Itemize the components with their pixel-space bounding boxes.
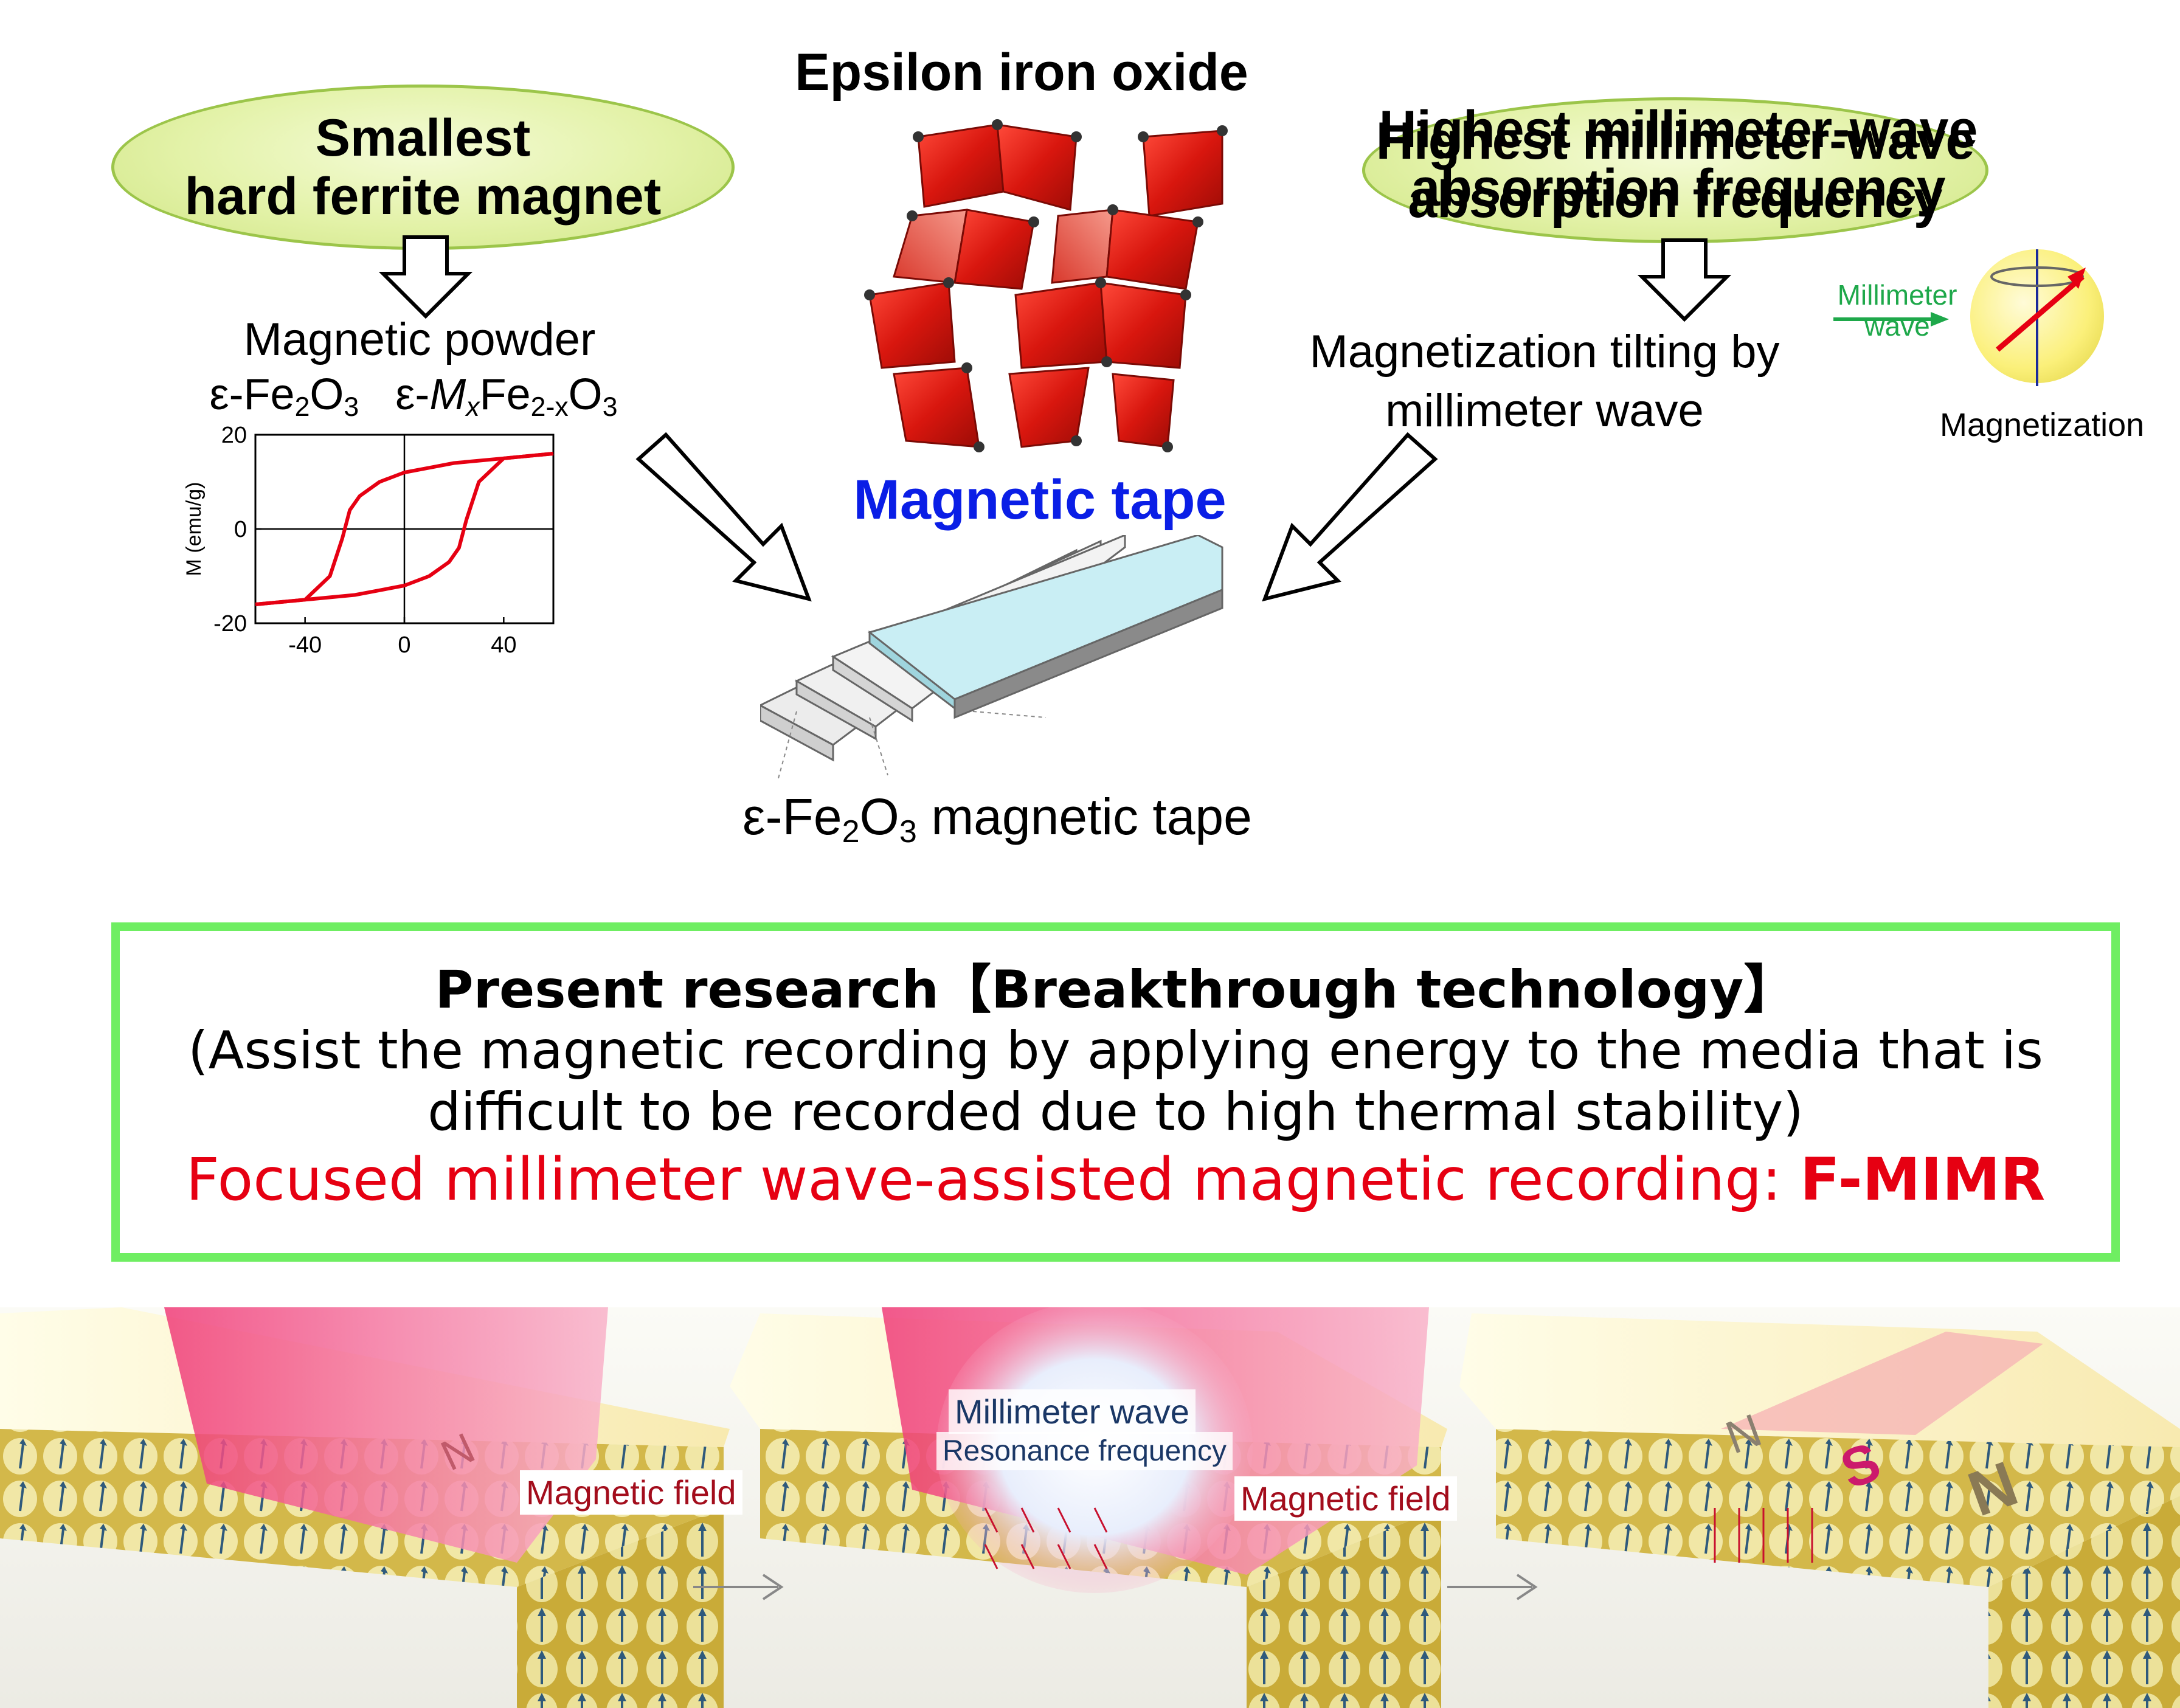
highest-frequency-ellipse: Highest millimeter-wave absorption frequ…: [1362, 97, 1988, 243]
recording-process-illustration: N: [0, 1307, 2180, 1708]
panel2-magnetic-field-label: Magnetic field: [1234, 1476, 1457, 1521]
ellipse-line-2: hard ferrite magnet: [184, 167, 662, 226]
ellipse-line-1-right: Highest millimeter-wave: [1375, 111, 1975, 170]
ellipse-line-2-right: absorption frequency: [1408, 170, 1943, 229]
tape-caption: ε-Fe2O3 magnetic tape: [742, 788, 1252, 850]
research-title: Present research【Breakthrough technology…: [435, 959, 1796, 1020]
magnetization-label: Magnetization: [1940, 407, 2145, 443]
research-fmimr: Focused millimeter wave-assisted magneti…: [185, 1146, 2046, 1214]
panel2-resonance-label: Resonance frequency: [936, 1432, 1233, 1470]
mm-wave-arrow: [1833, 312, 1949, 327]
y-tick-label: 20: [221, 423, 247, 448]
magnetization-sphere-icon: [1970, 249, 2104, 386]
formula-1: ε-Fe2O3: [209, 370, 359, 423]
y-axis-label: M (emu/g): [182, 482, 206, 576]
crystal-structure-image: [864, 119, 1228, 452]
millimeter-wave-label: Millimeter wave: [1837, 279, 1957, 342]
research-desc-2: difficult to be recorded due to high the…: [427, 1081, 1804, 1143]
panel1-magnetic-field-label: Magnetic field: [520, 1470, 742, 1515]
panel-1: N: [0, 1307, 730, 1708]
formula-2: ε-MxFe2-xO3: [395, 370, 618, 423]
panel-3: [1459, 1313, 2180, 1708]
down-arrow-left: [378, 235, 473, 319]
hysteresis-branch-2: [255, 452, 554, 606]
diagonal-arrow-right: [1262, 432, 1438, 602]
down-arrow-right: [1637, 238, 1732, 322]
ellipse-line-1: Smallest: [315, 108, 531, 167]
y-tick-label: 0: [234, 517, 247, 542]
fmimr-acronym: F-MIMR: [1800, 1146, 2046, 1214]
hysteresis-chart: -40 0 40 -20 0 20 M (emu/g): [182, 423, 555, 658]
tilt-label: Magnetization tilting by millimeter wave: [1309, 326, 1780, 437]
research-box: Present research【Breakthrough technology…: [111, 922, 2120, 1262]
magnetic-powder-label: Magnetic powder: [243, 314, 596, 365]
y-tick-label: -20: [213, 611, 247, 637]
hysteresis-branch-1: [255, 452, 554, 606]
magnetic-tape-image: [760, 535, 1223, 779]
powder-formulas: ε-Fe2O3 ε-MxFe2-xO3: [182, 370, 645, 423]
epsilon-title: Epsilon iron oxide: [795, 43, 1248, 102]
x-tick-label: 0: [398, 632, 410, 658]
panel2-millimeter-wave-label: Millimeter wave: [949, 1389, 1196, 1434]
smallest-magnet-ellipse: Smallest hard ferrite magnet: [111, 85, 735, 250]
research-desc-1: (Assist the magnetic recording by applyi…: [188, 1020, 2043, 1081]
x-tick-label: 40: [491, 632, 516, 658]
diagonal-arrow-left: [635, 432, 812, 602]
highest-frequency-overlay: Highest millimeter-wave absorption frequ…: [1379, 100, 1978, 218]
magnetic-tape-title: Magnetic tape: [853, 469, 1227, 531]
x-tick-label: -40: [288, 632, 322, 658]
